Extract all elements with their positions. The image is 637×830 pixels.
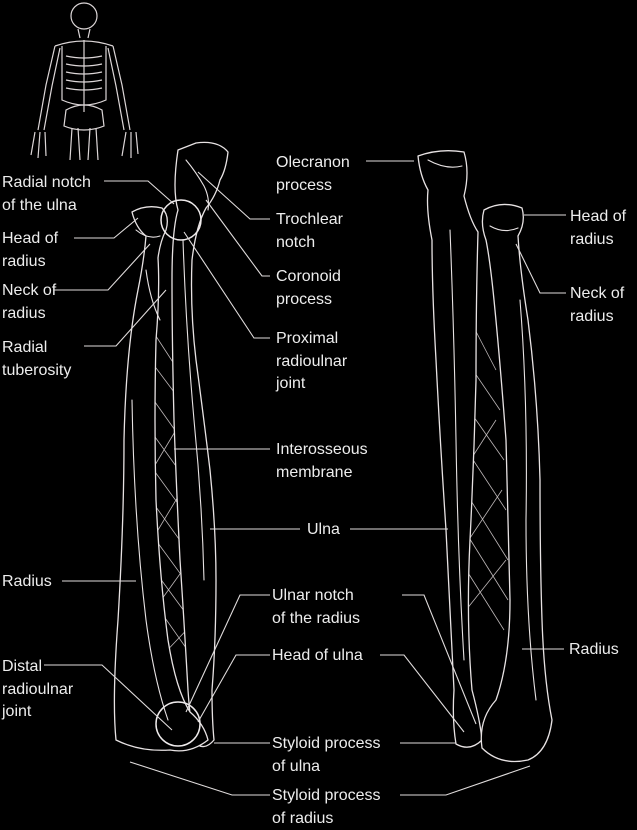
label-radial-notch: Radial notch of the ulna [2,174,91,214]
label-head-of-radius-left: Head of radius [2,230,59,270]
label-neck-of-radius-left: Neck of radius [2,282,57,322]
label-radial-tuberosity: Radial tuberosity [2,339,72,379]
label-head-of-radius-right: Head of radius [570,208,627,248]
label-trochlear-notch: Trochlear notch [276,211,343,251]
label-ulna: Ulna [307,521,340,538]
distal-joint-circle [155,701,201,747]
label-coronoid-process: Coronoid process [276,268,341,308]
label-ulnar-notch: Ulnar notch of the radius [272,587,361,627]
label-styloid-process-radius: Styloid process of radius [272,787,381,827]
proximal-joint-circle [160,199,202,241]
label-interosseous-membrane: Interosseous membrane [276,441,368,481]
label-neck-of-radius-right: Neck of radius [570,285,625,325]
label-styloid-process-ulna: Styloid process of ulna [272,735,381,775]
radius-right [480,203,553,763]
radius-left [113,206,209,752]
label-radius-left: Radius [2,573,52,590]
label-distal-radioulnar-joint: Distal radioulnar joint [2,658,74,720]
label-olecranon-process: Olecranon process [276,154,350,194]
leader-lines [44,160,566,796]
label-radius-right: Radius [569,641,619,658]
ulna-left [171,141,229,748]
anterior-view [113,141,229,752]
skeleton-icon [30,2,139,161]
label-head-of-ulna: Head of ulna [272,647,363,664]
posterior-view [417,150,553,763]
label-proximal-radioulnar-joint: Proximal radioulnar joint [276,330,348,392]
